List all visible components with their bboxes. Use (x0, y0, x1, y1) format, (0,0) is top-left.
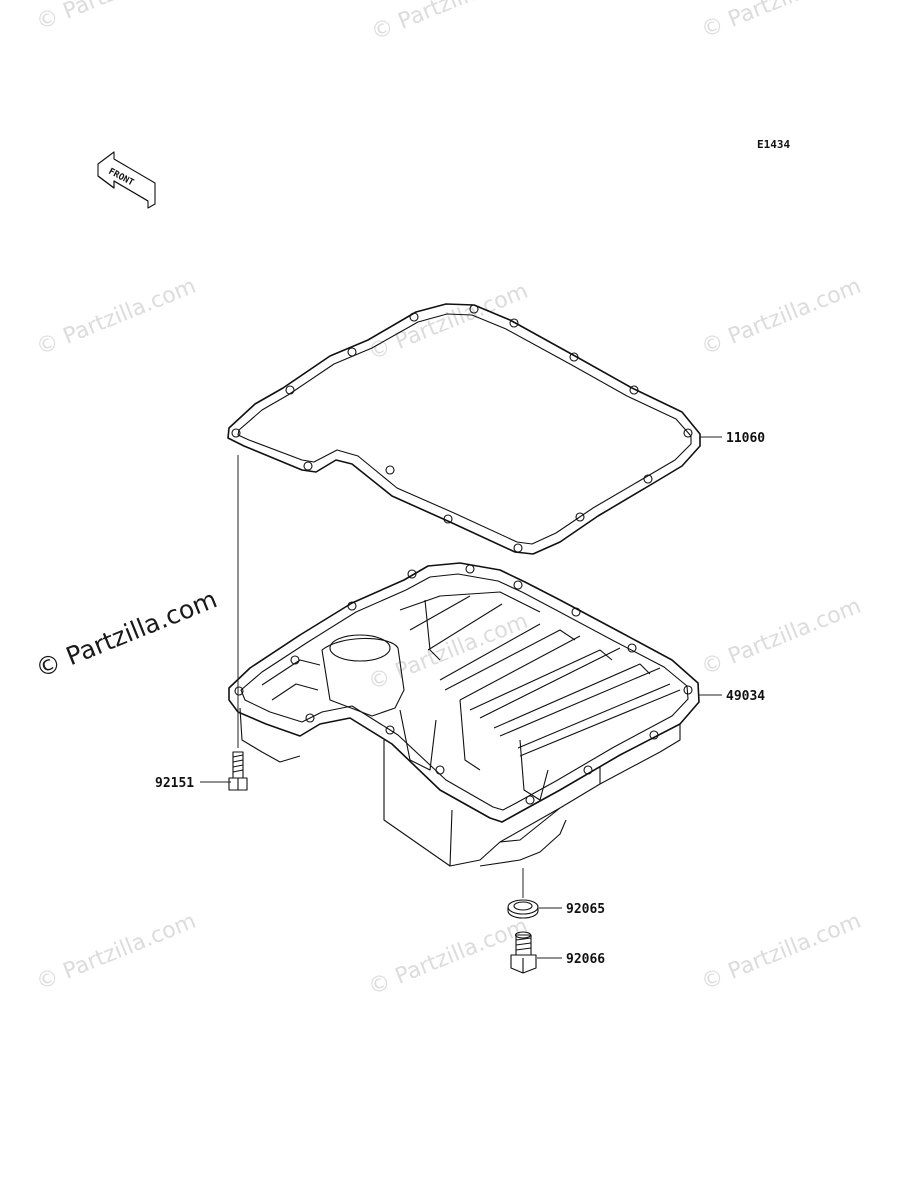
diagram-code: E1434 (757, 138, 790, 151)
part-label-92151: 92151 (155, 776, 194, 791)
part-label-92065: 92065 (566, 902, 605, 917)
watermark-text: © Partzilla.com (698, 594, 865, 681)
oil-pan-bolt-holes (234, 564, 693, 805)
leader-lines (200, 436, 722, 959)
drain-plug (510, 931, 537, 974)
watermark-layer: © Partzilla.com © Partzilla.com © Partzi… (31, 0, 864, 1001)
watermark-text: © Partzilla.com (698, 909, 865, 996)
watermark-text: © Partzilla.com (33, 0, 200, 36)
watermark-text: © Partzilla.com (698, 0, 865, 44)
watermark-text: © Partzilla.com (368, 0, 535, 46)
watermark-text: © Partzilla.com (33, 274, 200, 361)
drain-plug-washer (507, 868, 539, 919)
watermark-text: © Partzilla.com (365, 914, 532, 1001)
gasket-bolt-holes (231, 304, 693, 553)
oil-pan-bolt (228, 455, 248, 791)
watermark-text: © Partzilla.com (365, 279, 532, 366)
watermark-primary-text: © Partzilla.com (31, 584, 221, 683)
watermark-text: © Partzilla.com (33, 909, 200, 996)
oil-pan (228, 562, 700, 867)
part-label-49034: 49034 (726, 689, 765, 704)
watermark-text: © Partzilla.com (698, 274, 865, 361)
oil-pan-gasket (227, 303, 701, 555)
front-arrow-icon: FRONT (97, 151, 156, 209)
part-label-92066: 92066 (566, 952, 605, 967)
watermark-text: © Partzilla.com (365, 609, 532, 696)
part-label-11060: 11060 (726, 431, 765, 446)
